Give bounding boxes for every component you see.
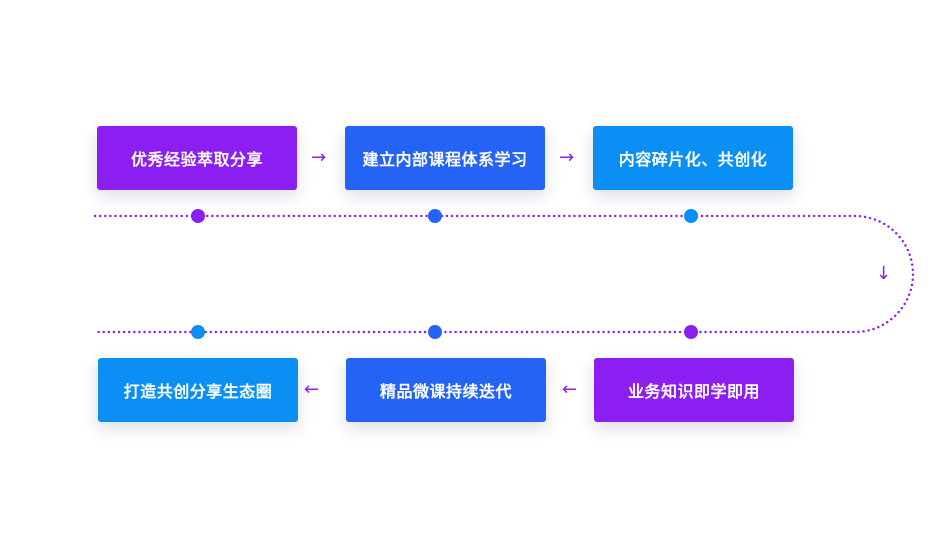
step-4-box: 业务知识即学即用	[594, 358, 794, 422]
step-5-label: 精品微课持续迭代	[379, 382, 512, 401]
step-6-box: 打造共创分享生态圈	[98, 358, 298, 422]
step-5-box: 精品微课持续迭代	[346, 358, 546, 422]
arrow-right-icon: →	[559, 147, 575, 168]
node-step-4	[684, 325, 698, 339]
step-3-box: 内容碎片化、共创化	[593, 126, 793, 190]
arrow-left-icon: ←	[304, 379, 320, 400]
arrow-down-icon: ↓	[876, 263, 892, 284]
node-step-6	[191, 325, 205, 339]
dotted-path	[93, 214, 915, 334]
arrow-right-icon: →	[311, 147, 327, 168]
step-4-label: 业务知识即学即用	[627, 382, 760, 401]
step-2-label: 建立内部课程体系学习	[362, 150, 528, 169]
arrow-left-icon: ←	[562, 379, 578, 400]
step-3-label: 内容碎片化、共创化	[618, 150, 768, 169]
step-2-box: 建立内部课程体系学习	[345, 126, 545, 190]
step-6-label: 打造共创分享生态圈	[123, 382, 273, 401]
node-step-5	[428, 325, 442, 339]
step-1-label: 优秀经验萃取分享	[130, 150, 263, 169]
node-step-2	[428, 209, 442, 223]
node-step-3	[684, 209, 698, 223]
step-1-box: 优秀经验萃取分享	[97, 126, 297, 190]
node-step-1	[191, 209, 205, 223]
